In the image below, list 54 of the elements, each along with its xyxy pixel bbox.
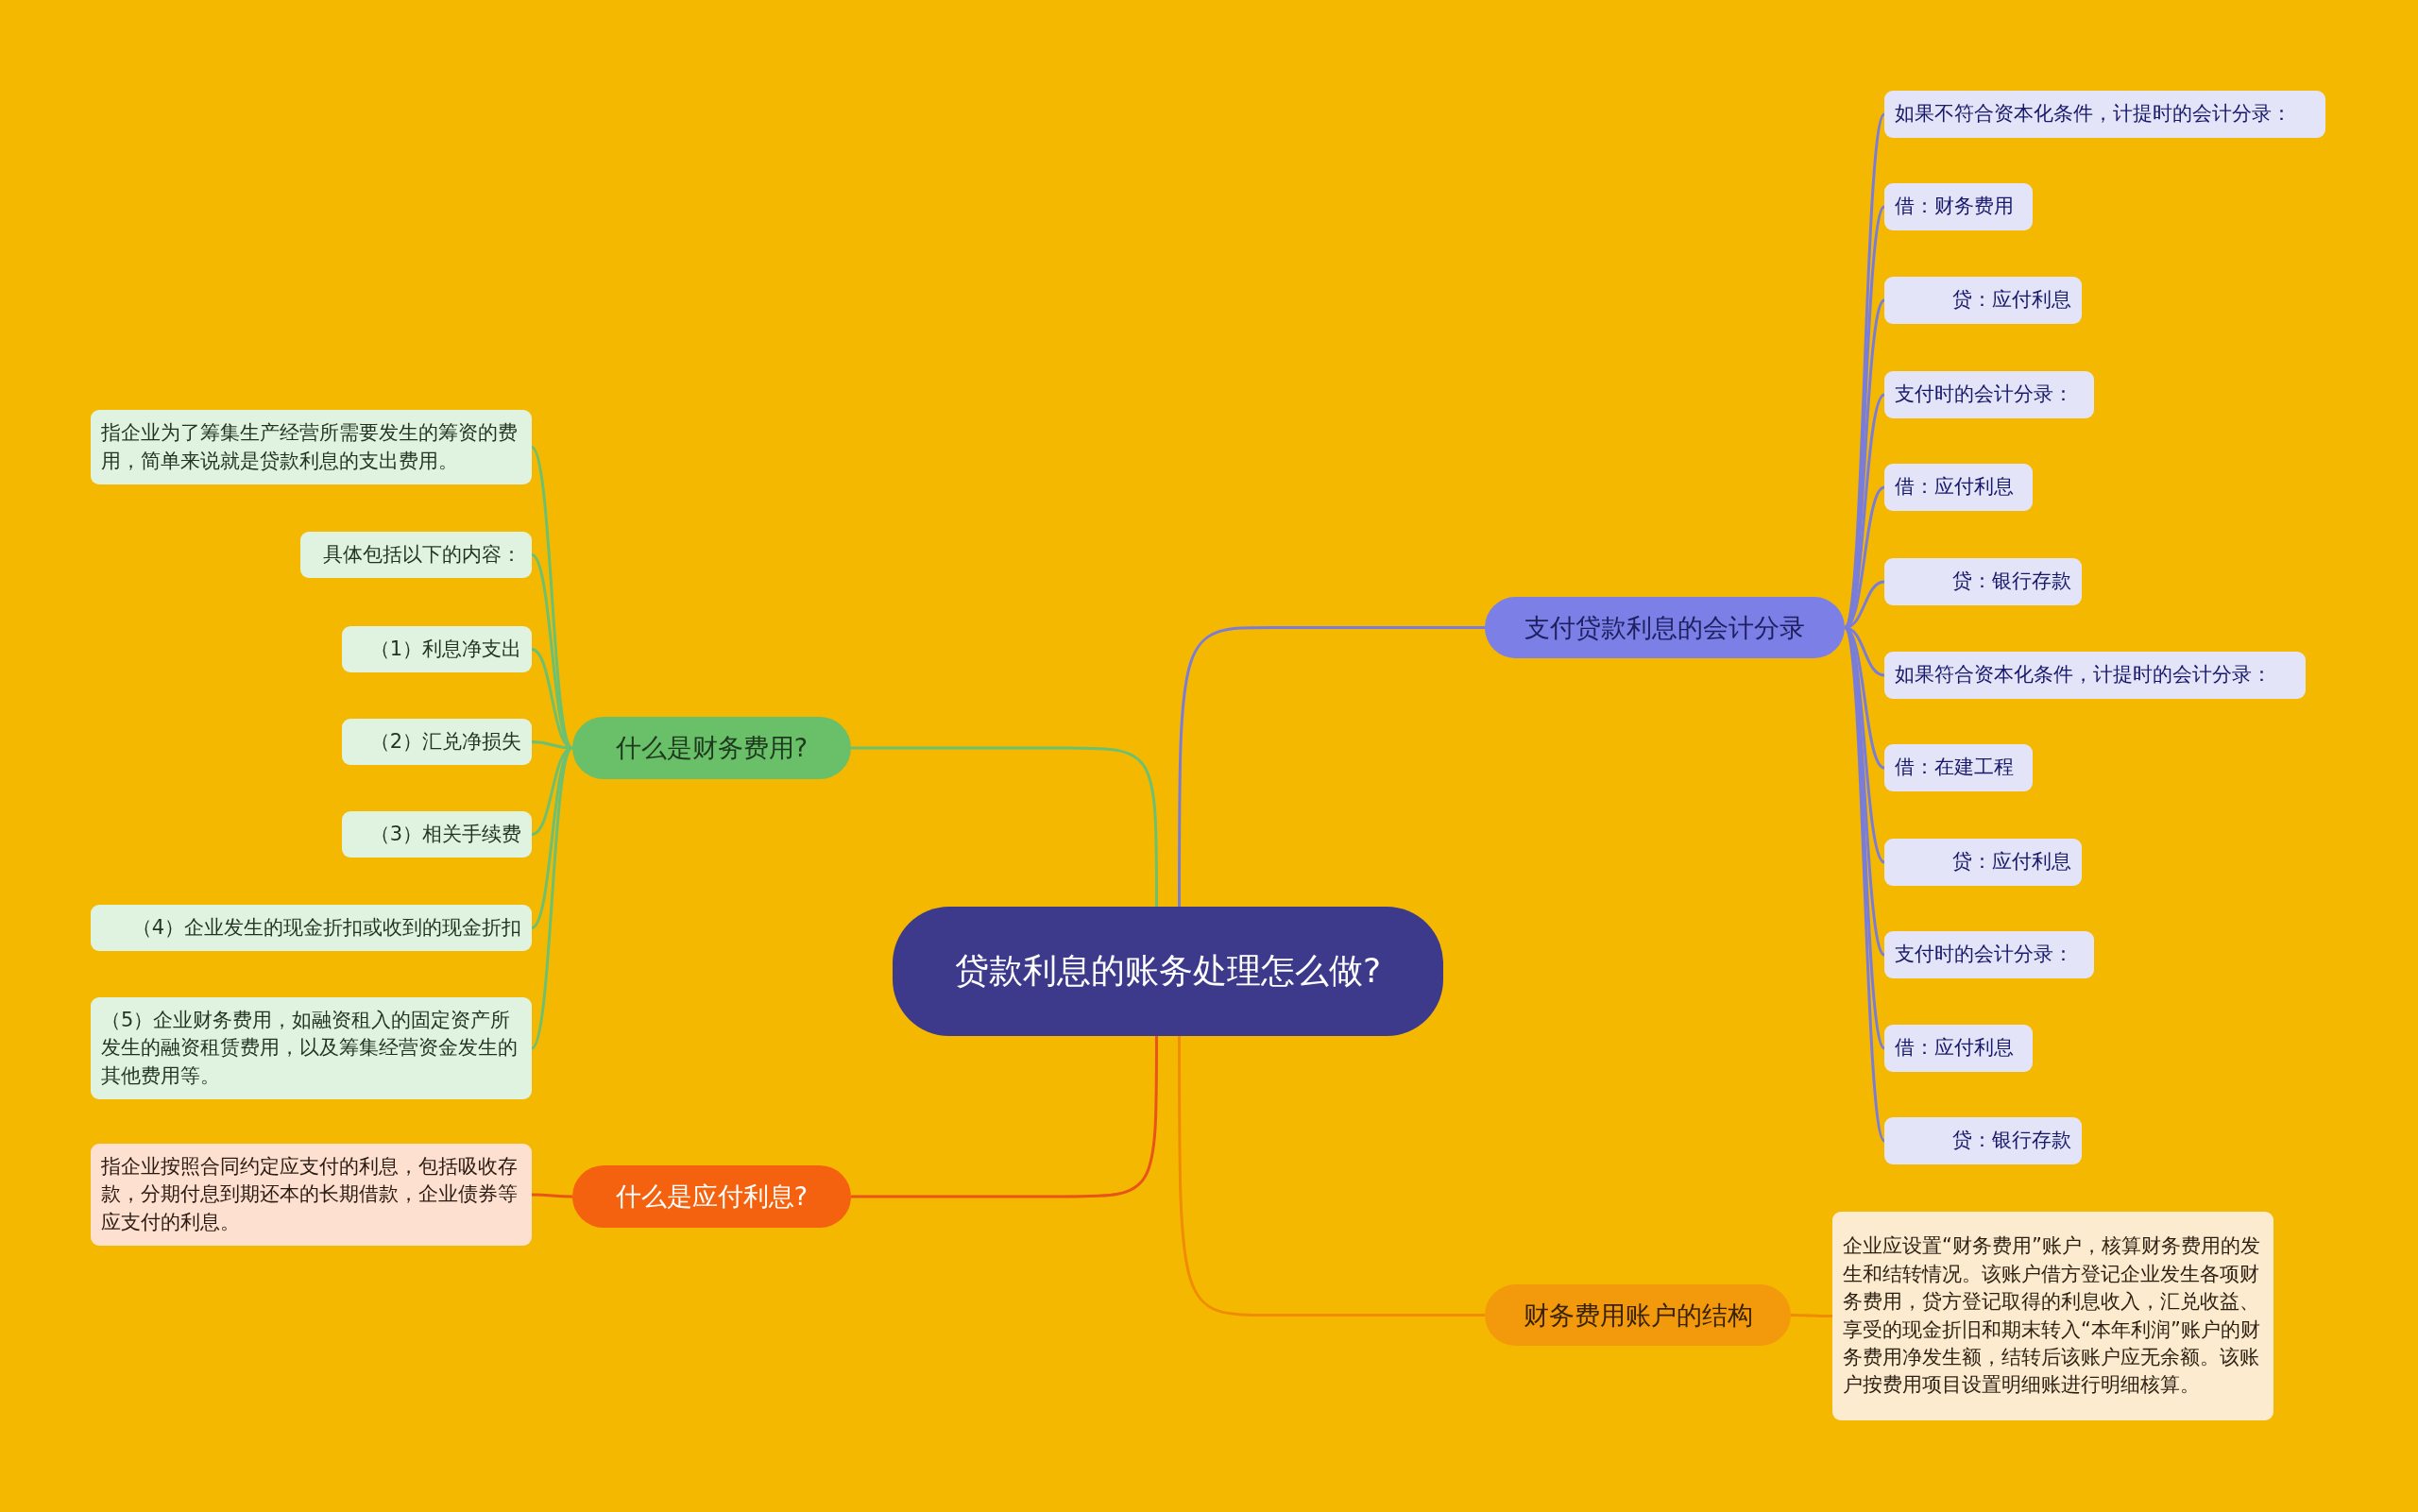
leaf-note bbox=[1832, 1212, 2273, 1420]
leaf-note bbox=[1884, 277, 2082, 324]
topic-text: （3）相关手续费 bbox=[368, 821, 521, 847]
topic-text: 指企业按照合同约定应支付的利息，包括吸收存款，分期付息到期还本的长期借款，企业债券等应支付的利息。 bbox=[101, 1153, 519, 1235]
leaf-note bbox=[91, 905, 532, 951]
leaf-note bbox=[342, 811, 532, 858]
topic-text: 财务费用账户的结构 bbox=[1522, 1299, 1754, 1332]
topic-text: 支付时的会计分录： bbox=[1895, 942, 2074, 968]
topic-text: 贷：银行存款 bbox=[1951, 569, 2071, 595]
topic-text: 如果不符合资本化条件，计提时的会计分录： bbox=[1895, 101, 2292, 127]
leaf-note bbox=[342, 626, 532, 672]
topic-text: 借：在建工程 bbox=[1895, 755, 2015, 781]
topic-text: 借：财务费用 bbox=[1895, 194, 2015, 220]
topic-text: （4）企业发生的现金折扣或收到的现金折扣 bbox=[130, 914, 521, 941]
topic-text: 贷：银行存款 bbox=[1951, 1128, 2071, 1154]
branch-line bbox=[1178, 1036, 1485, 1317]
branch-line bbox=[851, 746, 1158, 907]
branch-line bbox=[530, 747, 574, 1049]
leaf-note bbox=[1884, 1117, 2082, 1164]
topic-text: （2）汇兑净损失 bbox=[368, 728, 521, 755]
topic-text: 支付贷款利息的会计分录 bbox=[1524, 611, 1806, 644]
topic-text: 具体包括以下的内容： bbox=[322, 541, 521, 568]
leaf-note bbox=[1884, 464, 2033, 511]
leaf-note bbox=[1884, 371, 2094, 418]
branch-line bbox=[1791, 1314, 1832, 1317]
leaf-note bbox=[91, 1144, 532, 1246]
topic-text: 指企业为了筹集生产经营所需要发生的筹资的费用，简单来说就是贷款利息的支出费用。 bbox=[101, 420, 519, 474]
topic-text: 贷：应付利息 bbox=[1951, 287, 2071, 314]
topic-text: 如果符合资本化条件，计提时的会计分录： bbox=[1895, 662, 2273, 688]
branch-line bbox=[851, 1036, 1158, 1198]
leaf-note bbox=[91, 997, 532, 1099]
topic-text: 贷：应付利息 bbox=[1951, 849, 2071, 875]
topic-text: 借：应付利息 bbox=[1895, 474, 2015, 501]
topic-text: （5）企业财务费用，如融资租入的固定资产所发生的融资租赁费用，以及筹集经营资金发生的其他费用等。 bbox=[101, 1007, 519, 1089]
leaf-note bbox=[1884, 91, 2325, 138]
leaf-note bbox=[342, 719, 532, 765]
topic-text: 企业应设置“财务费用”账户，核算财务费用的发生和结转情况。该账户借方登记企业发生各项财务费用，贷方登记取得的利息收入，汇兑收益、享受的现金折旧和期末转入“本年利润”账户的财务费用净发生额，结转后该账户应无余额。该账户按费用项目设置明细账进行明细核算。 bbox=[1843, 1233, 2261, 1399]
branch-line bbox=[532, 1193, 572, 1198]
topic-text: 支付时的会计分录： bbox=[1895, 382, 2074, 408]
topic-text: 借：应付利息 bbox=[1895, 1035, 2015, 1062]
leaf-note bbox=[1884, 839, 2082, 886]
topic-text: 什么是应付利息? bbox=[614, 1181, 809, 1214]
leaf-note bbox=[1884, 931, 2094, 978]
leaf-note bbox=[1884, 183, 2033, 230]
branch-line bbox=[1178, 626, 1485, 907]
topic-text: （1）利息净支出 bbox=[368, 636, 521, 662]
leaf-note bbox=[1884, 652, 2306, 699]
topic-text: 什么是财务费用? bbox=[614, 732, 809, 765]
leaf-note bbox=[1884, 744, 2033, 791]
leaf-note bbox=[91, 410, 532, 484]
topic-text: 贷款利息的账务处理怎么做? bbox=[953, 950, 1383, 993]
leaf-note bbox=[300, 532, 532, 578]
leaf-note bbox=[1884, 1025, 2033, 1072]
leaf-note bbox=[1884, 558, 2082, 605]
